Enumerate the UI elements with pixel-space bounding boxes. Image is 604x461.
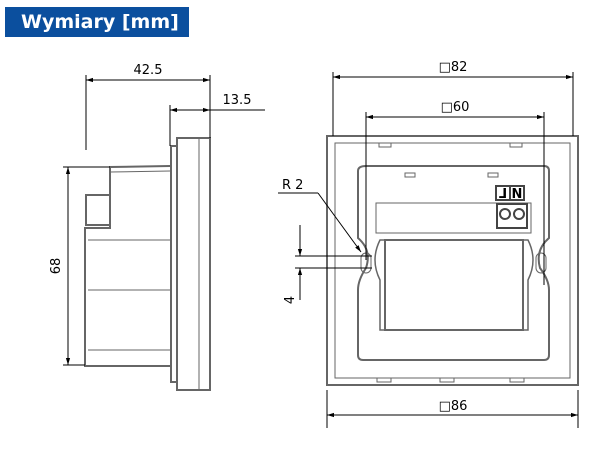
front-dimensions: [278, 72, 579, 428]
frame-square-label: □86: [439, 399, 468, 414]
plate-depth-label: 13.5: [223, 93, 252, 108]
depth-total-label: 42.5: [134, 63, 163, 78]
inner-square-label: □60: [441, 100, 470, 115]
outer-square-label: □82: [439, 60, 468, 75]
slot-label: 4: [283, 296, 298, 304]
terminal-n-label: N: [512, 187, 523, 202]
side-dimensions: [63, 75, 265, 366]
front-view: [326, 135, 579, 386]
section-title: Wymiary [mm]: [5, 7, 189, 37]
side-view: [84, 137, 211, 391]
terminal-l-label: L: [499, 187, 507, 202]
radius-label: R 2: [282, 178, 303, 193]
height-label: 68: [49, 258, 64, 275]
